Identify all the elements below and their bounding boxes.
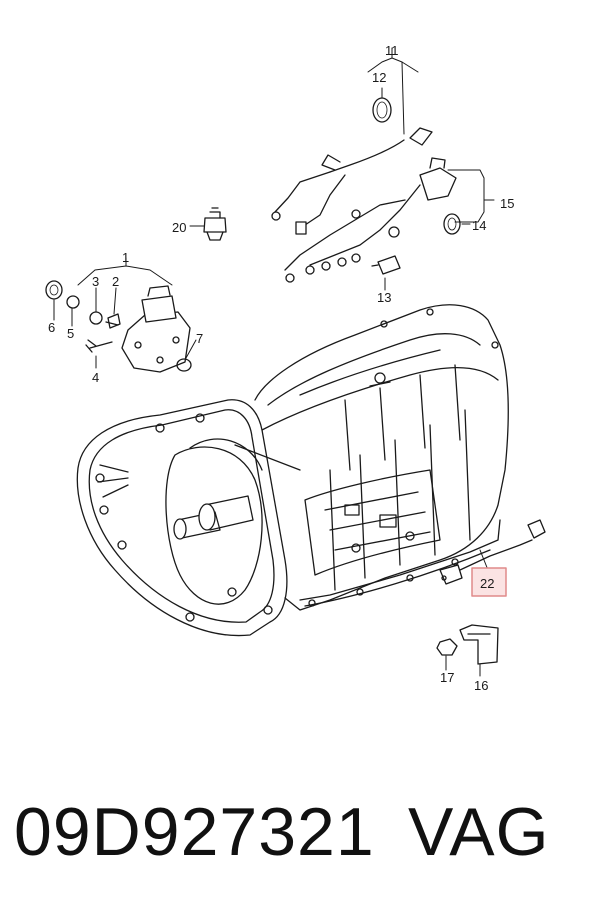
transmission-housing <box>76 304 509 637</box>
callout-12: 12 <box>372 70 386 85</box>
callout-22: 22 <box>480 576 494 591</box>
callout-1: 1 <box>122 250 129 265</box>
pin-2 <box>107 313 121 329</box>
brand-name: VAG <box>408 794 550 870</box>
callout-2: 2 <box>112 274 119 289</box>
callout-20: 20 <box>172 220 186 235</box>
nut-5 <box>66 295 80 309</box>
callout-5: 5 <box>67 326 74 341</box>
callout-3: 3 <box>92 274 99 289</box>
selector-switch-assembly <box>105 285 191 373</box>
seal-ring-14 <box>443 213 461 235</box>
speed-sensor-22 <box>439 519 546 585</box>
callout-6: 6 <box>48 320 55 335</box>
part-number: 09D927321 <box>14 794 375 870</box>
callout-14: 14 <box>472 218 486 233</box>
callout-16: 16 <box>474 678 488 693</box>
seal-6 <box>45 280 63 300</box>
bracket-16 <box>459 624 499 665</box>
exploded-parts-diagram: 11 12 15 14 13 20 1 2 3 4 5 6 7 22 17 16 <box>45 43 546 693</box>
callout-15: 15 <box>500 196 514 211</box>
highlighted-callout-box <box>471 567 507 597</box>
seal-7 <box>176 358 192 372</box>
callout-13: 13 <box>377 290 391 305</box>
nut-17 <box>436 638 458 656</box>
wiring-harness <box>271 127 457 283</box>
pressure-switch-20 <box>203 207 227 241</box>
callout-17: 17 <box>440 670 454 685</box>
callout-4: 4 <box>92 370 99 385</box>
leader-lines <box>53 47 495 677</box>
bolt-4 <box>85 339 113 353</box>
callout-7: 7 <box>196 331 203 346</box>
callout-11: 11 <box>385 43 399 58</box>
washer-3 <box>89 311 103 325</box>
